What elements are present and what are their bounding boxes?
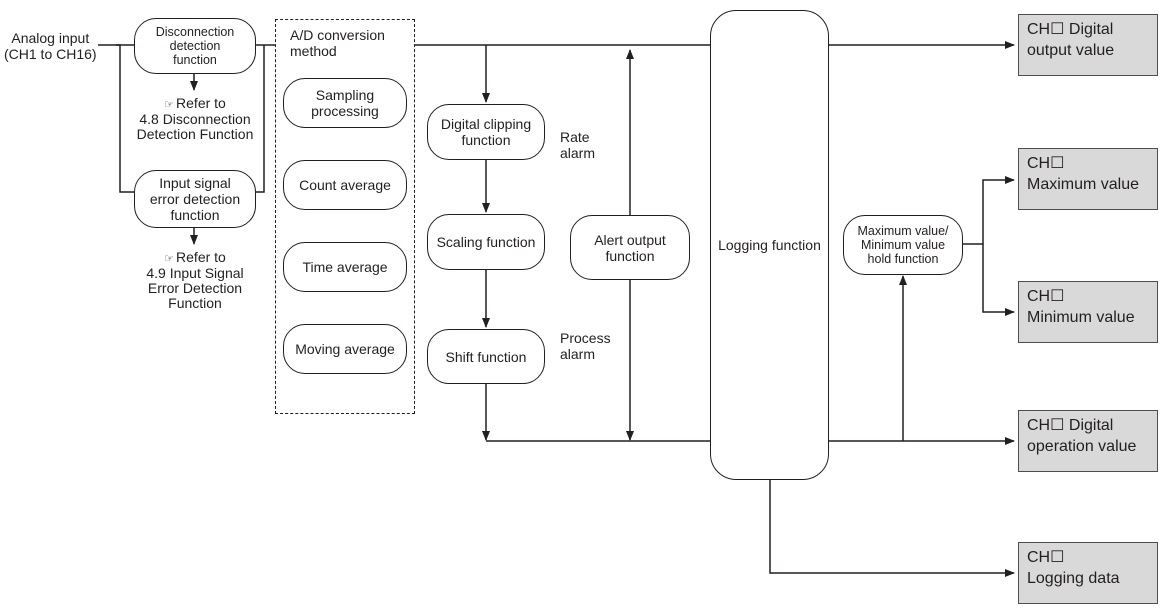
disconnection-reference: ☞Refer to 4.8 Disconnection Detection Fu…	[136, 95, 254, 142]
input-signal-error-reference: ☞Refer to 4.9 Input Signal Error Detecti…	[146, 249, 244, 311]
ad-conversion-title: A/D conversion method	[290, 27, 385, 59]
logging-function: Logging function	[710, 10, 829, 480]
ad-conversion-group	[275, 19, 415, 414]
count-average: Count average	[283, 160, 407, 210]
input-branch-line	[116, 44, 134, 193]
time-average: Time average	[283, 242, 407, 292]
sampling-processing: Sampling processing	[283, 78, 407, 128]
digital-clipping-function: Digital clipping function	[427, 104, 545, 160]
analog-input-label: Analog input (CH1 to CH16)	[4, 30, 97, 62]
minimum-value: CH☐ Minimum value	[1018, 281, 1158, 343]
shift-function: Shift function	[427, 329, 545, 384]
book-reference-icon: ☞	[164, 98, 175, 111]
logging-data: CH☐ Logging data	[1018, 542, 1158, 604]
maximum-value: CH☐ Maximum value	[1018, 148, 1158, 210]
book-reference-icon: ☞	[164, 252, 175, 265]
rate-alarm-label: Rate alarm	[560, 129, 596, 161]
digital-output-value: CH☐ Digital output value	[1018, 14, 1158, 76]
disconnection-detection-function: Disconnection detection function	[134, 18, 256, 74]
max-min-hold-function: Maximum value/ Minimum value hold functi…	[843, 215, 963, 275]
moving-average: Moving average	[283, 324, 407, 374]
digital-operation-value: CH☐ Digital operation value	[1018, 410, 1158, 472]
input-signal-error-detection-function: Input signal error detection function	[134, 170, 256, 228]
alert-output-function: Alert output function	[570, 215, 690, 280]
scaling-function: Scaling function	[427, 214, 545, 270]
process-alarm-label: Process alarm	[560, 330, 611, 362]
